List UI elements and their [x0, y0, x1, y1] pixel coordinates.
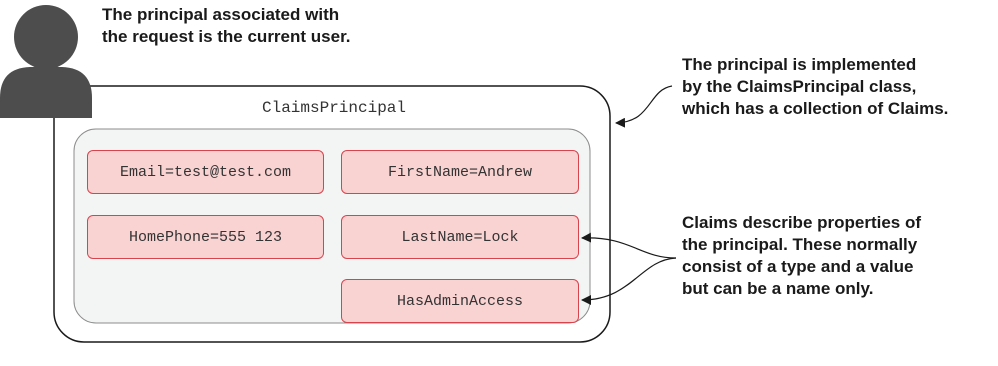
principal-annotation-arrow	[615, 85, 673, 128]
claims-annotation-arrow-lastname	[581, 232, 677, 259]
claims-annotation-line: Claims describe properties of	[682, 213, 922, 232]
claims-annotation-line: the principal. These normally	[682, 235, 918, 254]
claims-annotation-arrow-hasadminaccess	[581, 257, 677, 305]
user-annotation-line: the request is the current user.	[102, 27, 351, 46]
user-annotation-line: The principal associated with	[102, 5, 340, 24]
claim-lastname: LastName=Lock	[341, 215, 579, 259]
claim-homephone: HomePhone=555 123	[87, 215, 324, 259]
principal-annotation-line: The principal is implemented	[682, 55, 917, 74]
user-annotation: The principal associated with the reques…	[102, 4, 350, 48]
principal-annotation-line: which has a collection of Claims.	[682, 99, 949, 118]
claim-firstname: FirstName=Andrew	[341, 150, 579, 194]
claim-email: Email=test@test.com	[87, 150, 324, 194]
principal-annotation-line: by the ClaimsPrincipal class,	[682, 77, 917, 96]
principal-annotation: The principal is implemented by the Clai…	[682, 54, 948, 120]
claim-hasadminaccess: HasAdminAccess	[341, 279, 579, 323]
claims-annotation-line: but can be a name only.	[682, 279, 874, 298]
claims-annotation-line: consist of a type and a value	[682, 257, 914, 276]
principal-title: ClaimsPrincipal	[261, 99, 407, 117]
claims-annotation: Claims describe properties of the princi…	[682, 212, 921, 300]
user-icon	[0, 5, 92, 118]
